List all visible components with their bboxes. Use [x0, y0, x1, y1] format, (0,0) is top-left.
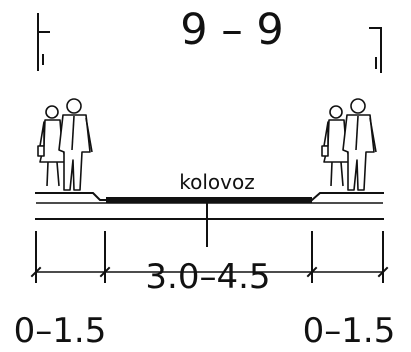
section-marker-left — [37, 13, 50, 71]
dimension-center-label: 3.0–4.5 — [145, 257, 270, 297]
road-label: kolovoz — [179, 170, 254, 194]
dimension-left-label: 0–1.5 — [14, 311, 107, 351]
dimension-lines — [30, 231, 389, 283]
section-title: 9 – 9 — [180, 5, 284, 55]
carriageway-surface — [106, 197, 312, 203]
section-marker-right — [369, 27, 382, 73]
pedestrian-couple-left-icon — [37, 98, 93, 191]
dimension-right-label: 0–1.5 — [303, 311, 396, 351]
road-profile — [35, 192, 384, 247]
pedestrian-couple-right-icon — [321, 98, 377, 191]
